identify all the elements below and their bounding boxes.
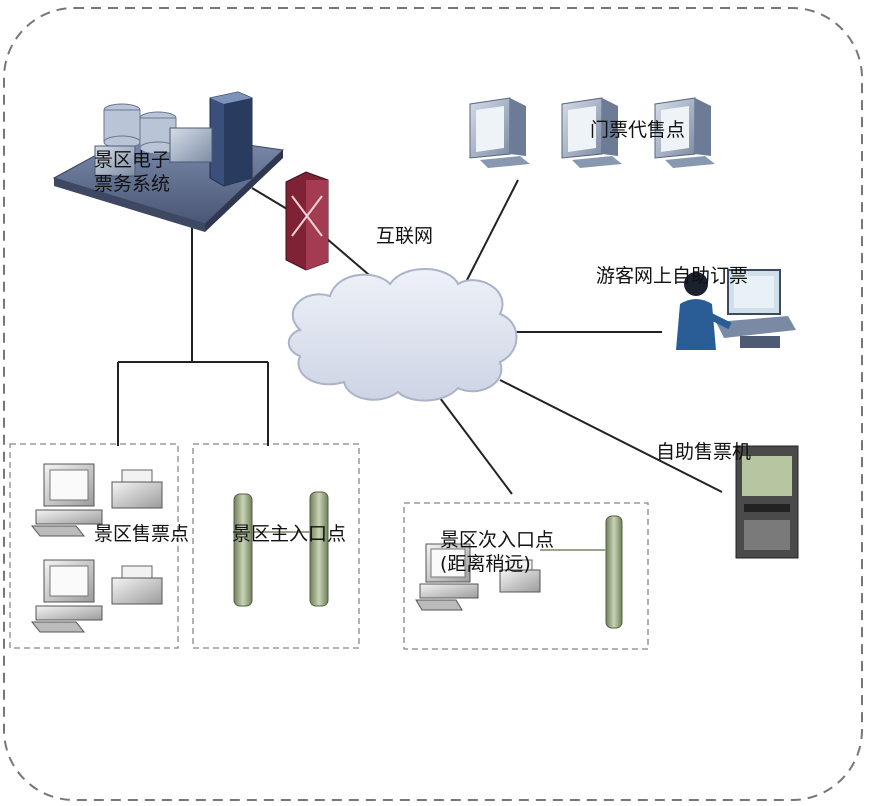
desktop-pc-icon xyxy=(469,97,715,168)
ticket-kiosk-icon xyxy=(735,445,799,559)
online-booking-label: 游客网上自助订票 xyxy=(596,265,749,287)
ticket-office-area xyxy=(9,443,179,649)
desktop-pc-icon xyxy=(415,543,479,611)
printer-icon xyxy=(111,469,541,605)
turnstile-gate-icon xyxy=(233,491,623,629)
firewall-icon xyxy=(285,171,329,271)
ticket-office-label: 景区售票点 xyxy=(94,523,190,545)
server-cluster-icon xyxy=(52,91,285,232)
internet-label: 互联网 xyxy=(376,225,434,247)
connector-lines xyxy=(117,179,723,495)
agency-points-label: 门票代售点 xyxy=(590,119,686,141)
secondary-entrance-area xyxy=(403,502,649,650)
secondary-entrance-label: 景区次入口点 (距离稍远) xyxy=(440,529,555,575)
cloud-icon xyxy=(287,268,518,402)
kiosk-label: 自助售票机 xyxy=(656,441,752,463)
outer-boundary xyxy=(3,7,863,801)
main-entrance-area xyxy=(192,443,360,649)
desktop-pc-icon xyxy=(30,463,103,633)
main-entrance-label: 景区主入口点 xyxy=(232,523,347,545)
ticket-system-label: 景区电子 票务系统 xyxy=(94,149,171,195)
user-at-computer-icon xyxy=(676,269,796,350)
